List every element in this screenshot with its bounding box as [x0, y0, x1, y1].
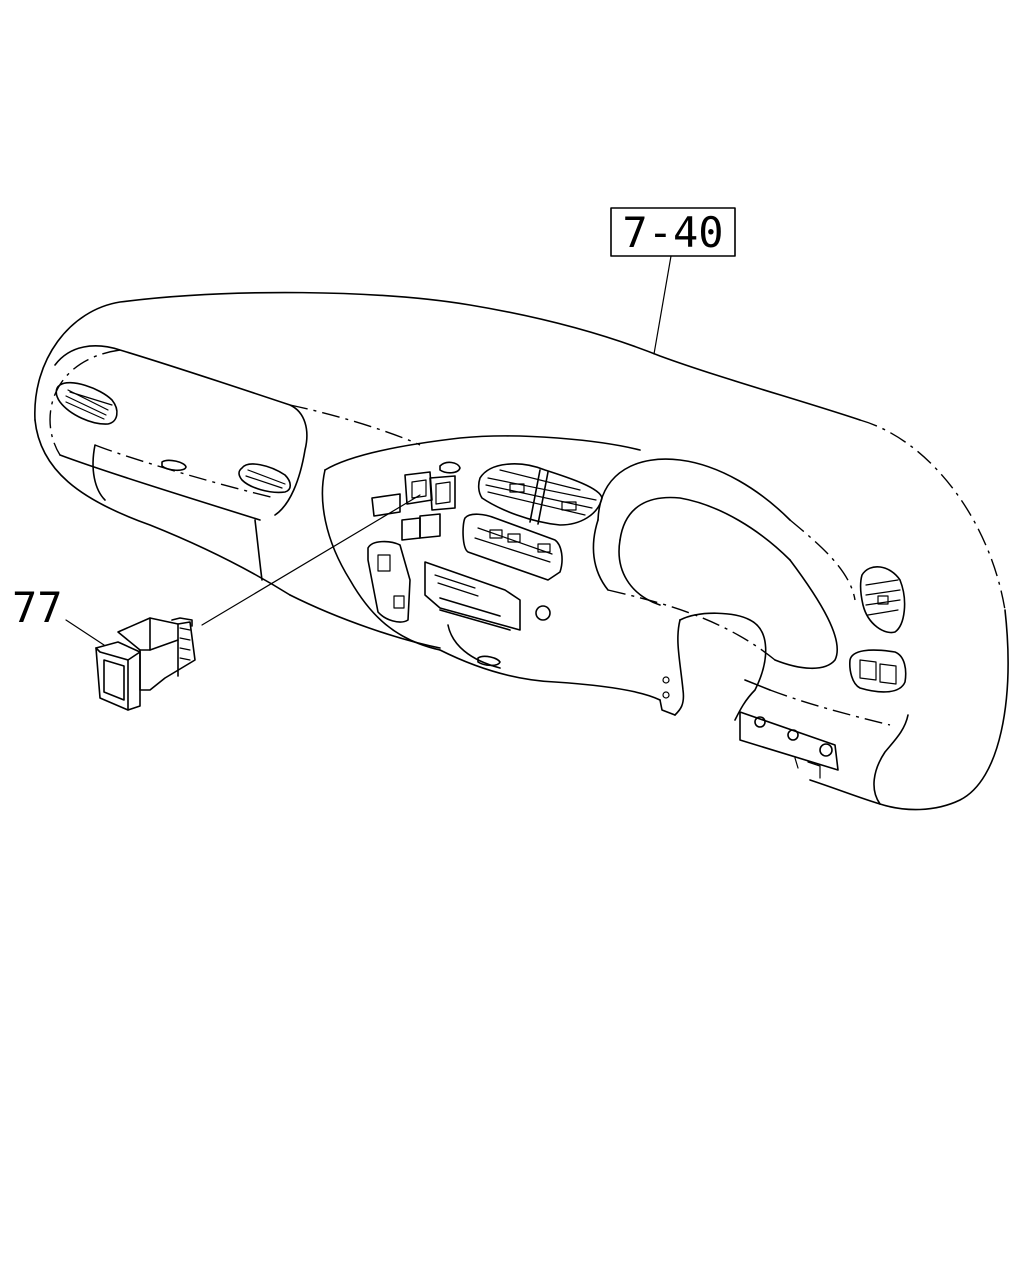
part-77-leader-line	[65, 619, 105, 646]
center-console	[321, 435, 661, 701]
switch-bank	[371, 461, 461, 541]
center-vents	[477, 463, 603, 526]
lower-left-switches	[367, 540, 411, 623]
dash-right-hidden-contour	[859, 419, 1006, 611]
right-switch-panel	[849, 649, 907, 693]
left-inner-vent	[238, 463, 292, 494]
assembly-leader-line	[653, 255, 672, 355]
switch-part-icon[interactable]	[95, 617, 196, 711]
radio-unit	[462, 513, 563, 581]
lower-right-panel	[739, 679, 891, 779]
left-slot	[161, 459, 187, 472]
assembly-ref-callout[interactable]: 7-40	[610, 207, 736, 257]
part-number-label: 77	[12, 583, 63, 632]
dash-bottom-edge	[34, 419, 291, 596]
right-vent	[859, 566, 906, 634]
dash-top-contour	[34, 291, 861, 421]
assembly-ref-label: 7-40	[622, 208, 723, 257]
part-77-install-line	[201, 494, 421, 626]
instrument-cluster	[592, 458, 856, 721]
assembly-ref-box	[610, 207, 736, 257]
left-upper-panel	[54, 345, 308, 516]
part-77-callout[interactable]: 77	[12, 583, 63, 632]
left-outer-vent	[55, 381, 118, 425]
dashboard-panel	[34, 291, 1009, 811]
console-cubby	[424, 561, 551, 669]
